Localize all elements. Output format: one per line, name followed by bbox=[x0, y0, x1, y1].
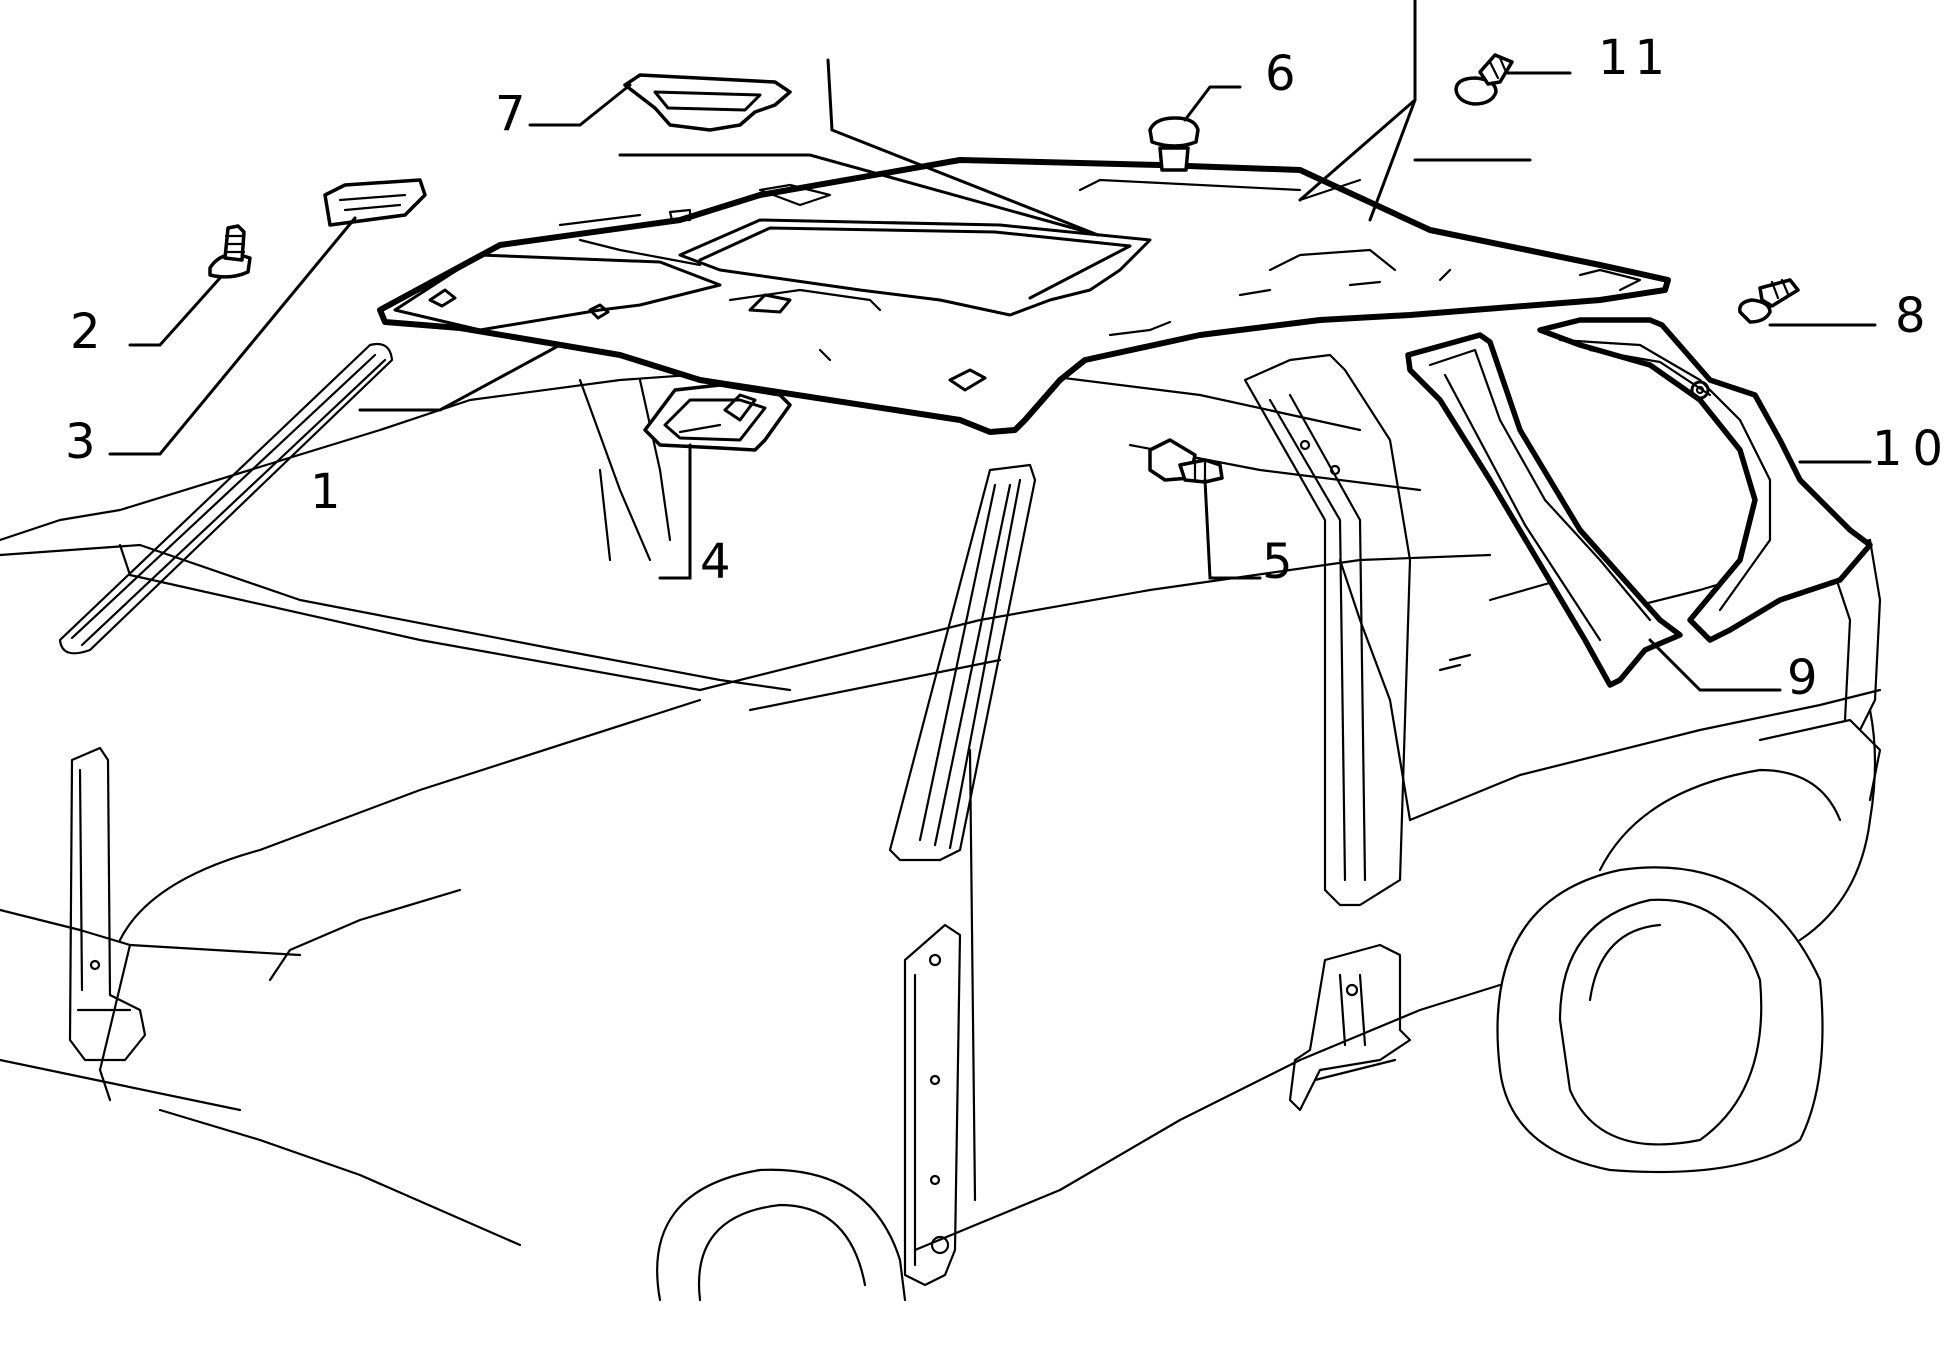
callout-4: 4 bbox=[700, 534, 731, 590]
callout-2: 2 bbox=[70, 304, 101, 360]
callout-3: 3 bbox=[65, 414, 96, 470]
callout-8: 8 bbox=[1895, 288, 1926, 344]
car-body-outline bbox=[0, 368, 1882, 1302]
callout-5: 5 bbox=[1262, 534, 1293, 590]
callout-6: 6 bbox=[1265, 46, 1296, 102]
part-11-fastener bbox=[1454, 53, 1514, 106]
part-3-lamp-lens bbox=[323, 178, 427, 227]
part-9-pillar-trim bbox=[1405, 332, 1683, 688]
b-pillar-upper-trim bbox=[888, 463, 1037, 862]
part-7-lamp-bezel bbox=[623, 73, 792, 132]
callout-10: 10 bbox=[1872, 421, 1953, 477]
part-2-clip bbox=[208, 224, 252, 279]
a-pillar-trim-left bbox=[58, 342, 394, 655]
part-8-screw-clip bbox=[1738, 278, 1800, 324]
part-6-button-clip bbox=[1148, 116, 1200, 172]
callout-7: 7 bbox=[495, 86, 526, 142]
callout-1: 1 bbox=[310, 464, 341, 520]
part-4-interior-lamp bbox=[643, 383, 792, 452]
leader-lines bbox=[108, 0, 1877, 692]
part-10-rear-pillar-trim bbox=[1537, 317, 1873, 643]
callout-11: 11 bbox=[1598, 30, 1671, 86]
callout-labels: 1 2 3 4 5 6 7 8 9 10 11 bbox=[65, 30, 1953, 706]
lower-a-pillar-trim bbox=[68, 746, 147, 1062]
part-5-square-clip bbox=[1148, 438, 1224, 484]
b-pillar-lower-trim bbox=[903, 923, 962, 1287]
c-pillar-trim bbox=[1243, 353, 1412, 907]
lower-c-bracket bbox=[1288, 943, 1412, 1112]
part-1-roof-headliner bbox=[377, 157, 1671, 435]
callout-9: 9 bbox=[1787, 650, 1818, 706]
